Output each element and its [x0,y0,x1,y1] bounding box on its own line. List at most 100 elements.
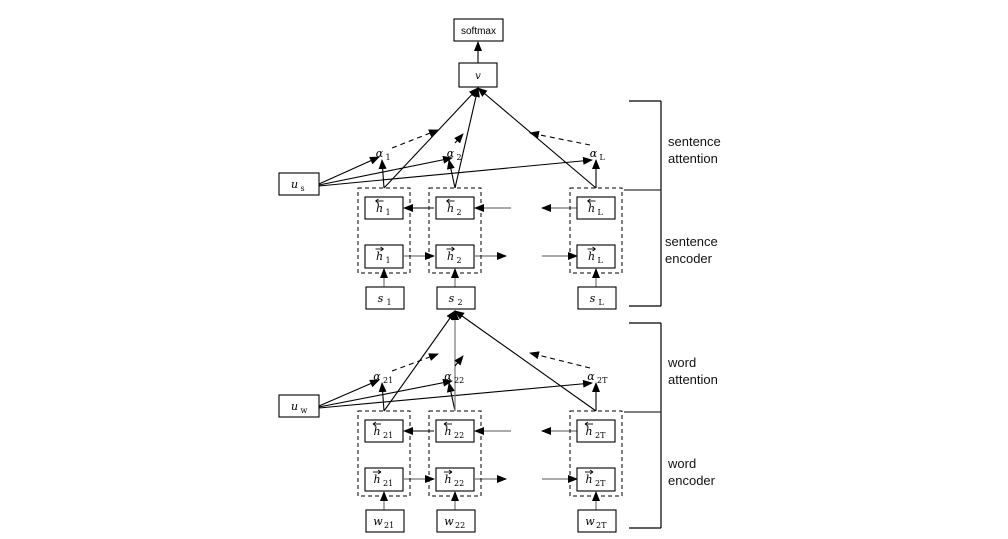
sentence-forward-label-2-symbol: h [447,250,454,263]
sentence-input-label-3-symbol: s [590,292,596,305]
word-context-box [278,394,320,418]
word-input-label-2-subscript: 22 [455,521,465,530]
sentence-backward-label-2-symbol: h [447,202,454,215]
sentence-context-to-alpha-2 [318,155,453,186]
right-arrow-head [592,246,596,252]
word-backward-label-3-symbol: h [585,425,592,438]
word-input-label-1-symbol: w [373,515,383,528]
brackets: sentence attention sentence encoder word atte… [624,100,721,529]
left-arrow-head [587,198,591,204]
word-context-to-alpha-1 [318,379,380,407]
sentence-attention-label-line1: sentence [668,134,721,149]
sentence-alpha-label-3-subscript: L [600,153,606,162]
sentence-backward-state-3 [576,196,616,220]
word-context-label-symbol: u [291,400,298,413]
right-arrow-head [451,246,455,252]
word-attention-label-line1: word [667,355,696,370]
word-attention-label-line2: attention [668,372,718,387]
sentence-forward-label-1-symbol: h [376,250,383,263]
sentence-input-label-3-subscript: L [599,298,605,307]
word-backward-label-3-subscript: 2T [595,431,606,440]
left-arrow-head [375,198,379,204]
word-forward-label-3-subscript: 2T [595,479,606,488]
sentence-alpha-label-3-symbol: α [590,147,598,160]
word-backward-label-2-subscript: 22 [454,431,464,440]
word-alpha-label-2-subscript: 22 [454,376,464,385]
left-arrow-head [446,198,450,204]
sentence-bigru-group-1 [357,187,411,274]
word-context-to-alpha-2 [318,378,453,408]
word-backward-label-1-subscript: 21 [383,431,393,440]
sentence-input-label-2-subscript: 2 [458,298,463,307]
right-arrow-head [377,469,382,475]
sentence-attention-label-line2: attention [668,151,718,166]
sentence-bigru-group-3 [569,187,623,274]
word-alpha-label-1-symbol: α [373,370,381,383]
sentence-input-label-1-subscript: 1 [387,298,392,307]
word-forward-label-1-subscript: 21 [383,479,393,488]
word-alpha-label-3-subscript: 2T [597,376,608,385]
sentence-alpha-label-1-symbol: α [376,147,384,160]
sentence-forward-label-2-subscript: 2 [457,256,462,265]
word-state-to-alpha-1 [378,382,387,412]
sentence-backward-label-1-symbol: h [376,202,383,215]
word-state-to-alpha-2 [446,382,456,412]
left-arrow-head [584,421,589,427]
word-bigru-group-2 [428,410,482,497]
sentence-backward-label-3-symbol: h [588,202,595,215]
word-input-label-2-symbol: w [444,515,454,528]
sentence-backward-label-2-subscript: 2 [457,208,462,217]
word-alpha-weight-2 [454,355,464,367]
word-backward-label-2-symbol: h [444,425,451,438]
word-alpha-label-1-subscript: 21 [383,376,393,385]
word-forward-state-2 [435,467,475,492]
sentence-input-1 [365,286,405,310]
sentence-backward-state-1 [364,196,404,220]
word-forward-label-3-symbol: h [585,473,592,486]
sentence-context-to-alpha-1 [318,156,380,185]
edges [318,41,600,510]
sentence-state-to-alpha-2 [446,159,456,189]
sentence-input-2 [436,286,476,310]
right-arrow-head [380,246,384,252]
sentence-input-label-2-symbol: s [449,292,455,305]
word-forward-state-1 [364,467,404,492]
right-arrow-head [448,469,453,475]
sentence-encoder-label-line1: sentence [665,234,718,249]
sentence-backward-state-2 [435,196,475,220]
word-alpha-label-2-symbol: α [444,370,452,383]
left-arrow-head [372,421,377,427]
word-input-label-1-subscript: 21 [384,521,394,530]
word-forward-label-1-symbol: h [373,473,380,486]
word-state-to-output-L [454,310,597,412]
sentence-input-label-1-symbol: s [378,292,384,305]
word-input-3 [577,509,617,533]
sentence-encoder-label-line2: encoder [665,251,713,266]
word-alpha-weight-1 [391,353,439,372]
word-input-1 [365,509,405,533]
word-input-label-3-subscript: 2T [596,521,607,530]
sentence-alpha-weight-2 [454,133,464,144]
sentence-forward-label-3-subscript: L [598,256,604,265]
